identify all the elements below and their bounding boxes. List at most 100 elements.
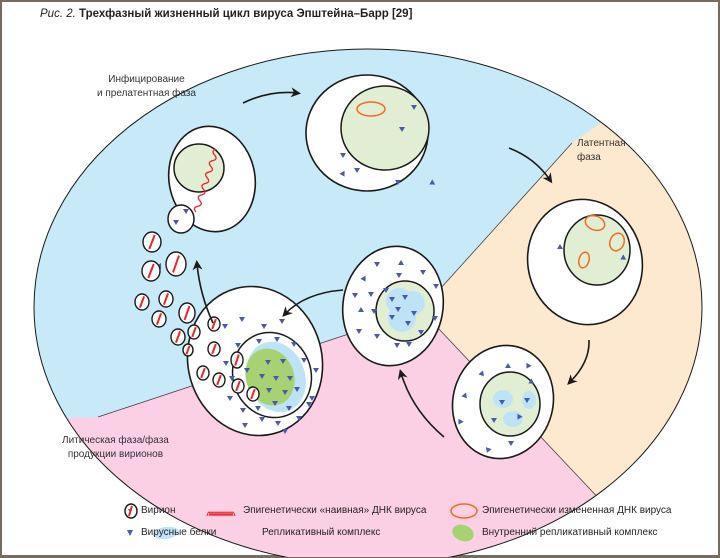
viral-protein-icon bbox=[309, 396, 315, 401]
viral-protein-icon bbox=[273, 376, 279, 381]
viral-protein-icon bbox=[242, 423, 248, 428]
legend-virion-icon bbox=[124, 503, 138, 519]
viral-protein-icon bbox=[261, 324, 267, 329]
viral-protein-icon bbox=[259, 374, 265, 379]
viral-protein-icon bbox=[229, 376, 235, 381]
arrow-mid-to-late-lytic bbox=[282, 289, 344, 317]
viral-protein-icon bbox=[296, 416, 302, 421]
replication-complex bbox=[503, 411, 523, 427]
viral-protein-icon bbox=[383, 288, 389, 293]
viral-protein-icon bbox=[461, 392, 467, 399]
nucleus bbox=[340, 85, 430, 171]
phase-label-line: фаза bbox=[577, 152, 601, 163]
replication-complex bbox=[522, 391, 536, 409]
naive-dna-helix bbox=[193, 148, 217, 213]
viral-protein-icon bbox=[396, 273, 402, 278]
nucleus bbox=[173, 143, 225, 193]
legend-inner-replication-complex-icon bbox=[452, 524, 474, 542]
phase-label-line: Инфицирование bbox=[108, 74, 185, 85]
viral-protein-icon bbox=[259, 417, 265, 422]
infection-phase-region bbox=[34, 49, 702, 420]
virion-icon bbox=[196, 365, 210, 381]
viral-protein-icon bbox=[526, 362, 532, 369]
modified-dna bbox=[584, 214, 606, 232]
legend-naive-dna: Эпигенетически «наивная» ДНК вируса bbox=[243, 505, 427, 516]
viral-protein-icon bbox=[411, 311, 417, 316]
viral-protein-icon bbox=[286, 406, 292, 411]
virion-icon bbox=[246, 386, 260, 402]
viral-protein-icon bbox=[517, 413, 523, 420]
virion-icon bbox=[207, 316, 221, 332]
virion-icon bbox=[141, 260, 161, 282]
viral-protein-icon bbox=[458, 418, 464, 425]
viral-protein-icon bbox=[313, 368, 319, 373]
virion-icon bbox=[151, 310, 167, 328]
figure-label: Рис. 2. bbox=[40, 8, 76, 20]
legend-viral-proteins: Вирусные белки bbox=[141, 527, 217, 538]
phase-label-line: продукции вирионов bbox=[67, 449, 164, 460]
viral-protein-icon bbox=[272, 401, 278, 406]
viral-protein-icon bbox=[508, 441, 514, 446]
viral-protein-icon bbox=[360, 275, 366, 282]
viral-protein-icon bbox=[478, 370, 484, 377]
phase-label-line: и прелатентная фаза bbox=[97, 88, 196, 99]
legend-naive-dna-icon bbox=[206, 511, 236, 517]
viral-protein-icon bbox=[389, 315, 395, 320]
viral-protein-icon bbox=[406, 342, 412, 347]
phase-label-line: Литическая фаза/фаза bbox=[62, 435, 169, 446]
legend-inner-replication-complex: Внутренний репликативный комплекс bbox=[482, 527, 658, 538]
figure-title: Рис. 2. Трехфазный жизненный цикл вируса… bbox=[40, 8, 412, 20]
virion-icon bbox=[134, 293, 150, 311]
arrow-release-to-infection bbox=[192, 260, 214, 324]
figure-title-text: Трехфазный жизненный цикл вируса Эпштейн… bbox=[79, 8, 413, 20]
viral-protein-icon bbox=[266, 388, 272, 393]
viral-protein-icon bbox=[491, 418, 497, 423]
viral-protein-icon bbox=[291, 342, 297, 347]
viral-protein-icon bbox=[368, 292, 374, 297]
phase-label-lytic: Литическая фаза/фаза продукции вирионов bbox=[62, 434, 169, 462]
viral-protein-icon bbox=[356, 329, 362, 334]
virion-icon bbox=[187, 324, 201, 340]
viral-protein-icon bbox=[280, 359, 286, 364]
viral-protein-icon bbox=[340, 153, 346, 158]
viral-protein-icon bbox=[255, 406, 261, 411]
viral-protein-icon bbox=[240, 408, 246, 413]
legend-replication-complex: Репликативный комплекс bbox=[262, 527, 381, 538]
phase-label-latent: Латентная фаза bbox=[577, 137, 626, 165]
cycle-outline bbox=[33, 48, 703, 557]
viral-protein-icon bbox=[279, 319, 285, 324]
viral-protein-icon bbox=[399, 127, 405, 132]
viral-protein-icon bbox=[294, 387, 300, 392]
virion-icon bbox=[207, 341, 221, 357]
virion-icon bbox=[231, 378, 245, 394]
viral-protein-icon bbox=[499, 400, 505, 405]
viral-protein-icon bbox=[352, 293, 358, 298]
arrow-prelatent-to-latent bbox=[508, 147, 553, 184]
modified-dna bbox=[577, 251, 591, 269]
cell-infection bbox=[167, 125, 257, 234]
legend-modified-dna: Эпигенетически измененная ДНК вируса bbox=[482, 505, 672, 516]
virions bbox=[134, 231, 260, 402]
viral-protein-icon bbox=[275, 421, 281, 426]
legend-modified-dna-icon bbox=[450, 503, 478, 519]
viral-protein-icon bbox=[374, 262, 380, 267]
viral-protein-icon bbox=[395, 180, 401, 185]
virion-entering bbox=[167, 204, 195, 234]
viral-protein-icon bbox=[433, 284, 439, 289]
viral-protein-icon bbox=[282, 429, 288, 434]
viral-protein-icon bbox=[371, 309, 377, 314]
cell-prelatent bbox=[305, 74, 430, 192]
viral-protein-icon bbox=[411, 105, 417, 110]
viral-protein-icon bbox=[239, 317, 245, 322]
viral-protein-icon bbox=[418, 330, 424, 335]
virion-icon bbox=[170, 328, 186, 346]
virion-icon bbox=[142, 231, 162, 253]
viral-protein-icon bbox=[265, 360, 271, 365]
viral-protein-icon bbox=[287, 376, 293, 381]
viral-protein-icon bbox=[389, 297, 395, 302]
viral-protein-icon bbox=[274, 337, 280, 342]
virion-icon bbox=[178, 302, 196, 324]
modified-dna bbox=[356, 101, 386, 117]
modified-dna bbox=[608, 232, 626, 252]
